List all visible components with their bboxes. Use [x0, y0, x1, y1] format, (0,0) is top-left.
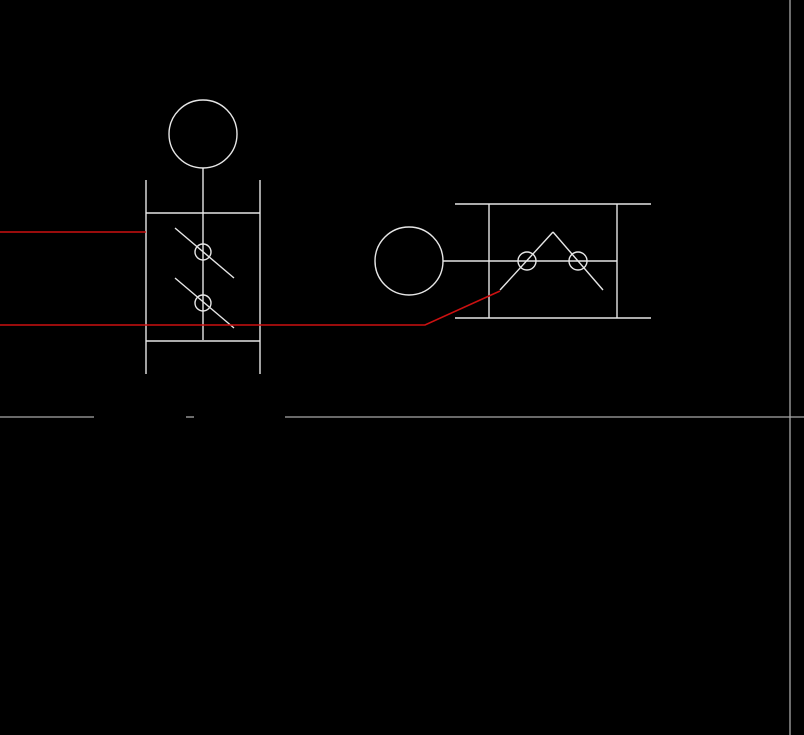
upper-diagonal-line	[174, 227, 235, 279]
right-pivot-circle	[568, 251, 588, 271]
lower-pivot-circle	[194, 294, 212, 312]
chevron-right-line	[552, 231, 604, 291]
top-circle-symbol	[168, 99, 238, 169]
highlighted-connections[interactable]	[0, 231, 501, 326]
vertical-valve-assembly[interactable]	[145, 99, 261, 374]
left-pivot-circle	[517, 251, 537, 271]
lower-red-connection[interactable]	[0, 290, 501, 326]
upper-pivot-circle	[194, 243, 212, 261]
lower-diagonal-line	[174, 277, 235, 329]
chevron-left-line	[499, 231, 554, 291]
horizontal-valve-assembly[interactable]	[374, 203, 651, 319]
side-circle-symbol	[374, 226, 444, 296]
